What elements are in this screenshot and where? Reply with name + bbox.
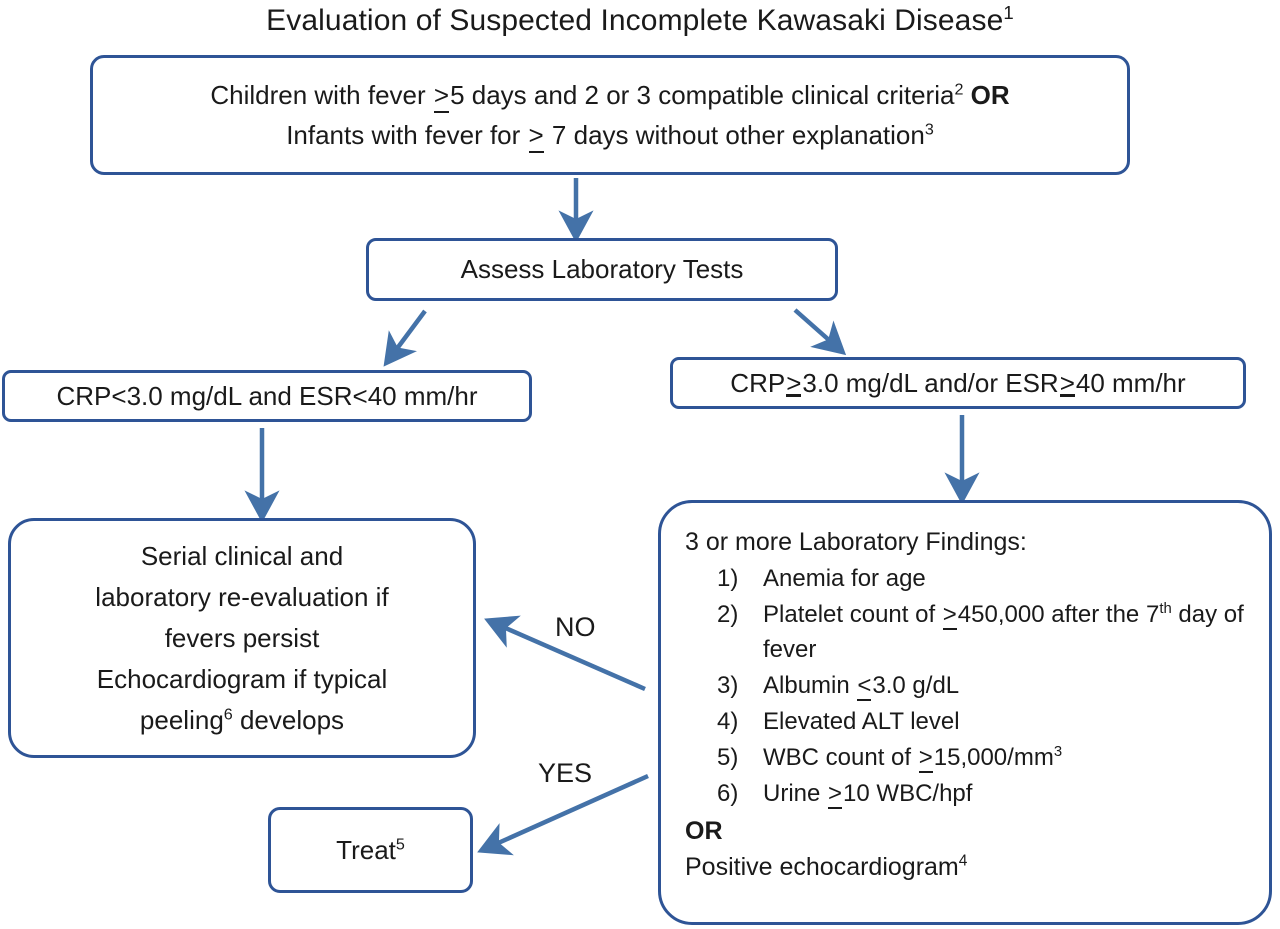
crp-high-part-a: CRP <box>730 367 786 398</box>
superscript: th <box>1159 601 1172 617</box>
findings-item-text: Platelet count of <box>763 601 942 628</box>
findings-list-item: Platelet count of >450,000 after the 7th… <box>717 597 1253 667</box>
greater-equal-icon: > <box>942 597 958 632</box>
greater-equal-icon: > <box>1059 367 1076 398</box>
edge-findings-to-serial-no <box>484 615 646 692</box>
greater-equal-icon: > <box>433 75 450 115</box>
findings-item-text: WBC count of <box>763 744 918 771</box>
findings-item-text: Elevated ALT level <box>763 708 960 735</box>
findings-tail: Positive echocardiogram4 <box>685 849 1253 885</box>
edge-assess-to-crp-low <box>383 309 427 367</box>
findings-list-item: Anemia for age <box>717 561 1253 596</box>
findings-item-text: 3.0 g/dL <box>872 672 960 699</box>
findings-item-text: 10 WBC/hpf <box>843 780 973 807</box>
greater-equal-icon: > <box>827 776 843 811</box>
node-crp-low: CRP<3.0 mg/dL and ESR<40 mm/hr <box>2 370 532 422</box>
crp-high-label: CRP>3.0 mg/dL and/or ESR>40 mm/hr <box>673 368 1243 399</box>
edge-label-yes: YES <box>538 758 593 788</box>
page-title-text: Evaluation of Suspected Incomplete Kawas… <box>266 4 1004 37</box>
edge-findings-to-treat-yes <box>477 773 649 856</box>
findings-item-text: 7 <box>1145 601 1160 628</box>
node-treat: Treat5 <box>268 807 473 893</box>
criteria-line-1: Children with fever >5 days and 2 or 3 c… <box>93 75 1127 115</box>
assess-label: Assess Laboratory Tests <box>460 254 744 284</box>
serial-line-2: laboratory re-evaluation if <box>95 581 389 612</box>
findings-list-item: Elevated ALT level <box>717 704 1253 739</box>
greater-equal-icon: > <box>528 115 545 155</box>
findings-list-item: WBC count of >15,000/mm3 <box>717 740 1253 775</box>
serial-line5-superscript: 6 <box>223 704 233 723</box>
findings-item-text: day of fever <box>763 601 1244 663</box>
criteria-line-2: Infants with fever for > 7 days without … <box>93 115 1127 155</box>
page-title: Evaluation of Suspected Incomplete Kawas… <box>0 2 1280 40</box>
findings-heading: 3 or more Laboratory Findings: <box>685 528 1027 556</box>
criteria-line2-prefix: Infants with fever for <box>286 120 528 150</box>
serial-line-1: Serial clinical and <box>140 540 344 571</box>
criteria-or-label: OR <box>970 80 1010 110</box>
node-laboratory-findings: 3 or more Laboratory Findings: Anemia fo… <box>658 500 1272 925</box>
treat-label-text: Treat <box>336 834 396 865</box>
superscript: 3 <box>1053 744 1063 760</box>
findings-item-text: 15,000/mm <box>933 744 1054 771</box>
findings-list-item: Albumin <3.0 g/dL <box>717 668 1253 703</box>
less-equal-icon: < <box>856 668 872 703</box>
serial-line-4: Echocardiogram if typical <box>96 663 388 694</box>
criteria-line2-suffix: 7 days without other explanation <box>544 120 925 150</box>
findings-or-label: OR <box>685 817 723 845</box>
greater-equal-icon: > <box>786 367 802 398</box>
greater-equal-icon: > <box>918 740 934 775</box>
treat-label: Treat5 <box>271 835 470 866</box>
findings-item-text: Albumin <box>763 672 857 699</box>
crp-high-part-c: 40 mm/hr <box>1075 367 1186 398</box>
findings-list-item: Urine >10 WBC/hpf <box>717 776 1253 811</box>
treat-superscript: 5 <box>395 834 405 853</box>
edge-assess-to-crp-high <box>793 308 847 356</box>
edge-label-no: NO <box>555 612 596 642</box>
criteria-line1-suffix: 5 days and 2 or 3 compatible clinical cr… <box>450 80 955 110</box>
node-inclusion-criteria: Children with fever >5 days and 2 or 3 c… <box>90 55 1130 175</box>
serial-line-3: fevers persist <box>164 622 320 653</box>
findings-item-text: Urine <box>763 780 828 807</box>
findings-item-text: 450,000 after the <box>957 601 1146 628</box>
page-title-superscript: 1 <box>1003 2 1014 23</box>
findings-tail-superscript: 4 <box>958 852 968 870</box>
node-assess-laboratory-tests: Assess Laboratory Tests <box>366 238 838 301</box>
serial-line5-suffix: develops <box>232 704 345 735</box>
crp-low-label: CRP<3.0 mg/dL and ESR<40 mm/hr <box>56 380 478 411</box>
criteria-line1-prefix: Children with fever <box>210 80 433 110</box>
findings-item-text: Anemia for age <box>763 565 926 592</box>
node-serial-reevaluation: Serial clinical and laboratory re-evalua… <box>8 518 476 758</box>
crp-high-part-b: 3.0 mg/dL and/or ESR <box>802 367 1059 398</box>
criteria-line2-superscript: 3 <box>924 120 934 139</box>
criteria-line1-superscript: 2 <box>954 80 964 99</box>
serial-line-5: peeling6 develops <box>11 700 473 741</box>
findings-tail-text: Positive echocardiogram <box>685 853 959 881</box>
serial-line5-prefix: peeling <box>139 704 224 735</box>
node-crp-high: CRP>3.0 mg/dL and/or ESR>40 mm/hr <box>670 357 1246 409</box>
